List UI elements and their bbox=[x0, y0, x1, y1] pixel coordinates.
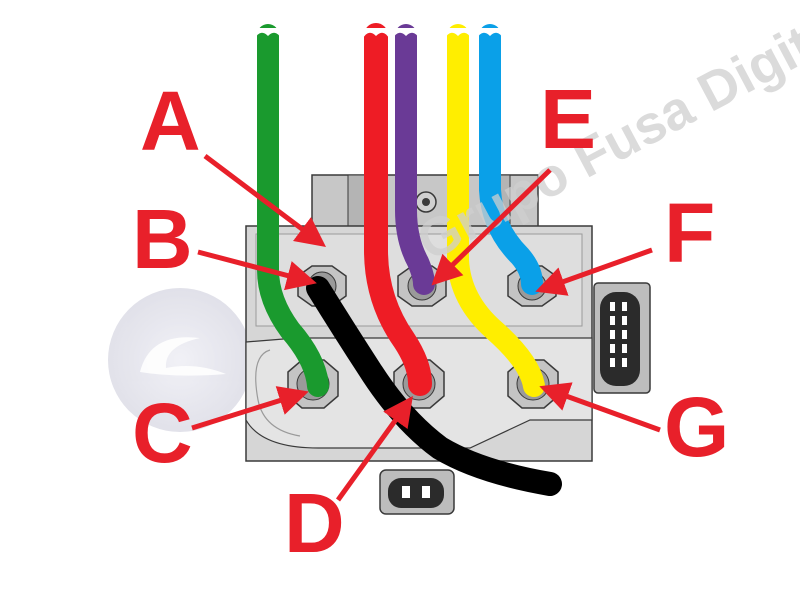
callout-d: D bbox=[284, 476, 345, 570]
wire-green bbox=[257, 24, 329, 397]
wire-purple bbox=[395, 24, 435, 295]
arrow-a bbox=[203, 154, 326, 248]
wire-red bbox=[364, 23, 432, 396]
watermark-logo bbox=[108, 288, 252, 432]
callout-g: G bbox=[664, 380, 729, 474]
arrow-g bbox=[539, 382, 661, 433]
arrow-d bbox=[335, 395, 413, 502]
callout-f: F bbox=[664, 186, 715, 280]
side-connector bbox=[593, 282, 651, 394]
wire-blue bbox=[479, 24, 543, 295]
arrow-f bbox=[535, 247, 653, 296]
arrow-c bbox=[191, 386, 309, 431]
bottom-connector bbox=[379, 469, 455, 515]
callout-b: B bbox=[132, 192, 193, 286]
wire-ends bbox=[254, 28, 504, 40]
callout-arrows bbox=[191, 154, 661, 502]
arrow-b bbox=[197, 249, 317, 291]
arrow-e bbox=[431, 168, 552, 286]
callout-c: C bbox=[132, 386, 193, 480]
callout-e: E bbox=[540, 72, 596, 166]
callout-a: A bbox=[140, 74, 201, 168]
